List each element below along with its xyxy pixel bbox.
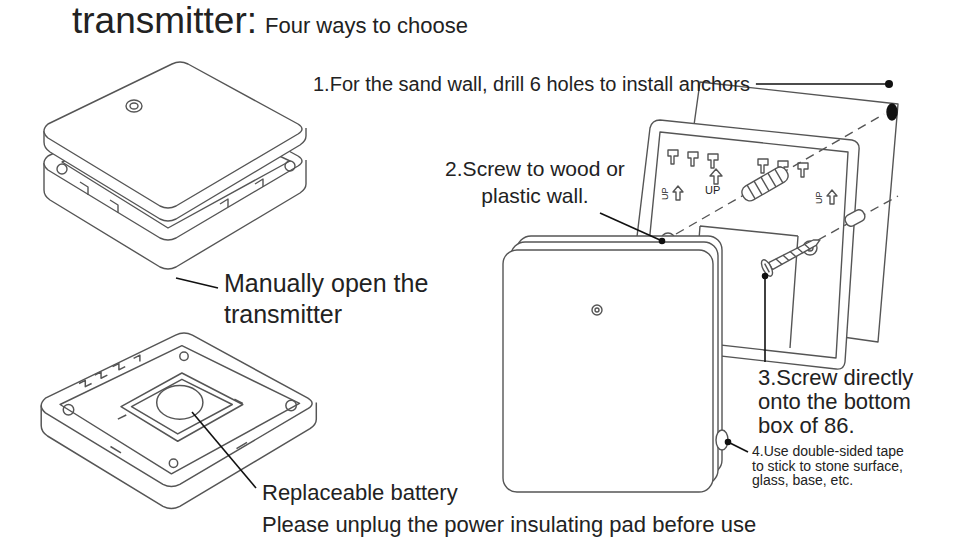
subtitle: Four ways to choose <box>265 13 468 39</box>
leader-lines <box>176 213 768 488</box>
wall-anchor <box>739 165 790 204</box>
warning-note: Please unplug the power insulating pad b… <box>262 512 756 538</box>
front-cover <box>503 236 728 492</box>
wall-hole <box>887 104 897 120</box>
method-note: 4.Use double-sided tape to stick to ston… <box>752 444 917 488</box>
screw <box>759 232 824 278</box>
part-note: Manually open the transmitter <box>224 268 464 331</box>
title: transmitter: <box>72 0 257 43</box>
method-note: 2.Screw to wood or plastic wall. <box>426 155 644 210</box>
method-note: 3.Screw directly onto the bottom box of … <box>758 366 943 439</box>
leader-line <box>756 83 886 85</box>
transmitter-lid <box>44 62 306 221</box>
guide-line <box>676 114 884 234</box>
wall-anchor <box>843 208 866 228</box>
part-note: Replaceable battery <box>262 480 458 506</box>
up-mark: UP <box>814 191 825 204</box>
up-mark: UP <box>660 187 671 200</box>
up-mark: UP <box>705 184 720 197</box>
leader-dot <box>885 80 893 88</box>
guide-line <box>818 196 898 240</box>
method-note: 1.For the sand wall, drill 6 holes to in… <box>313 72 750 96</box>
